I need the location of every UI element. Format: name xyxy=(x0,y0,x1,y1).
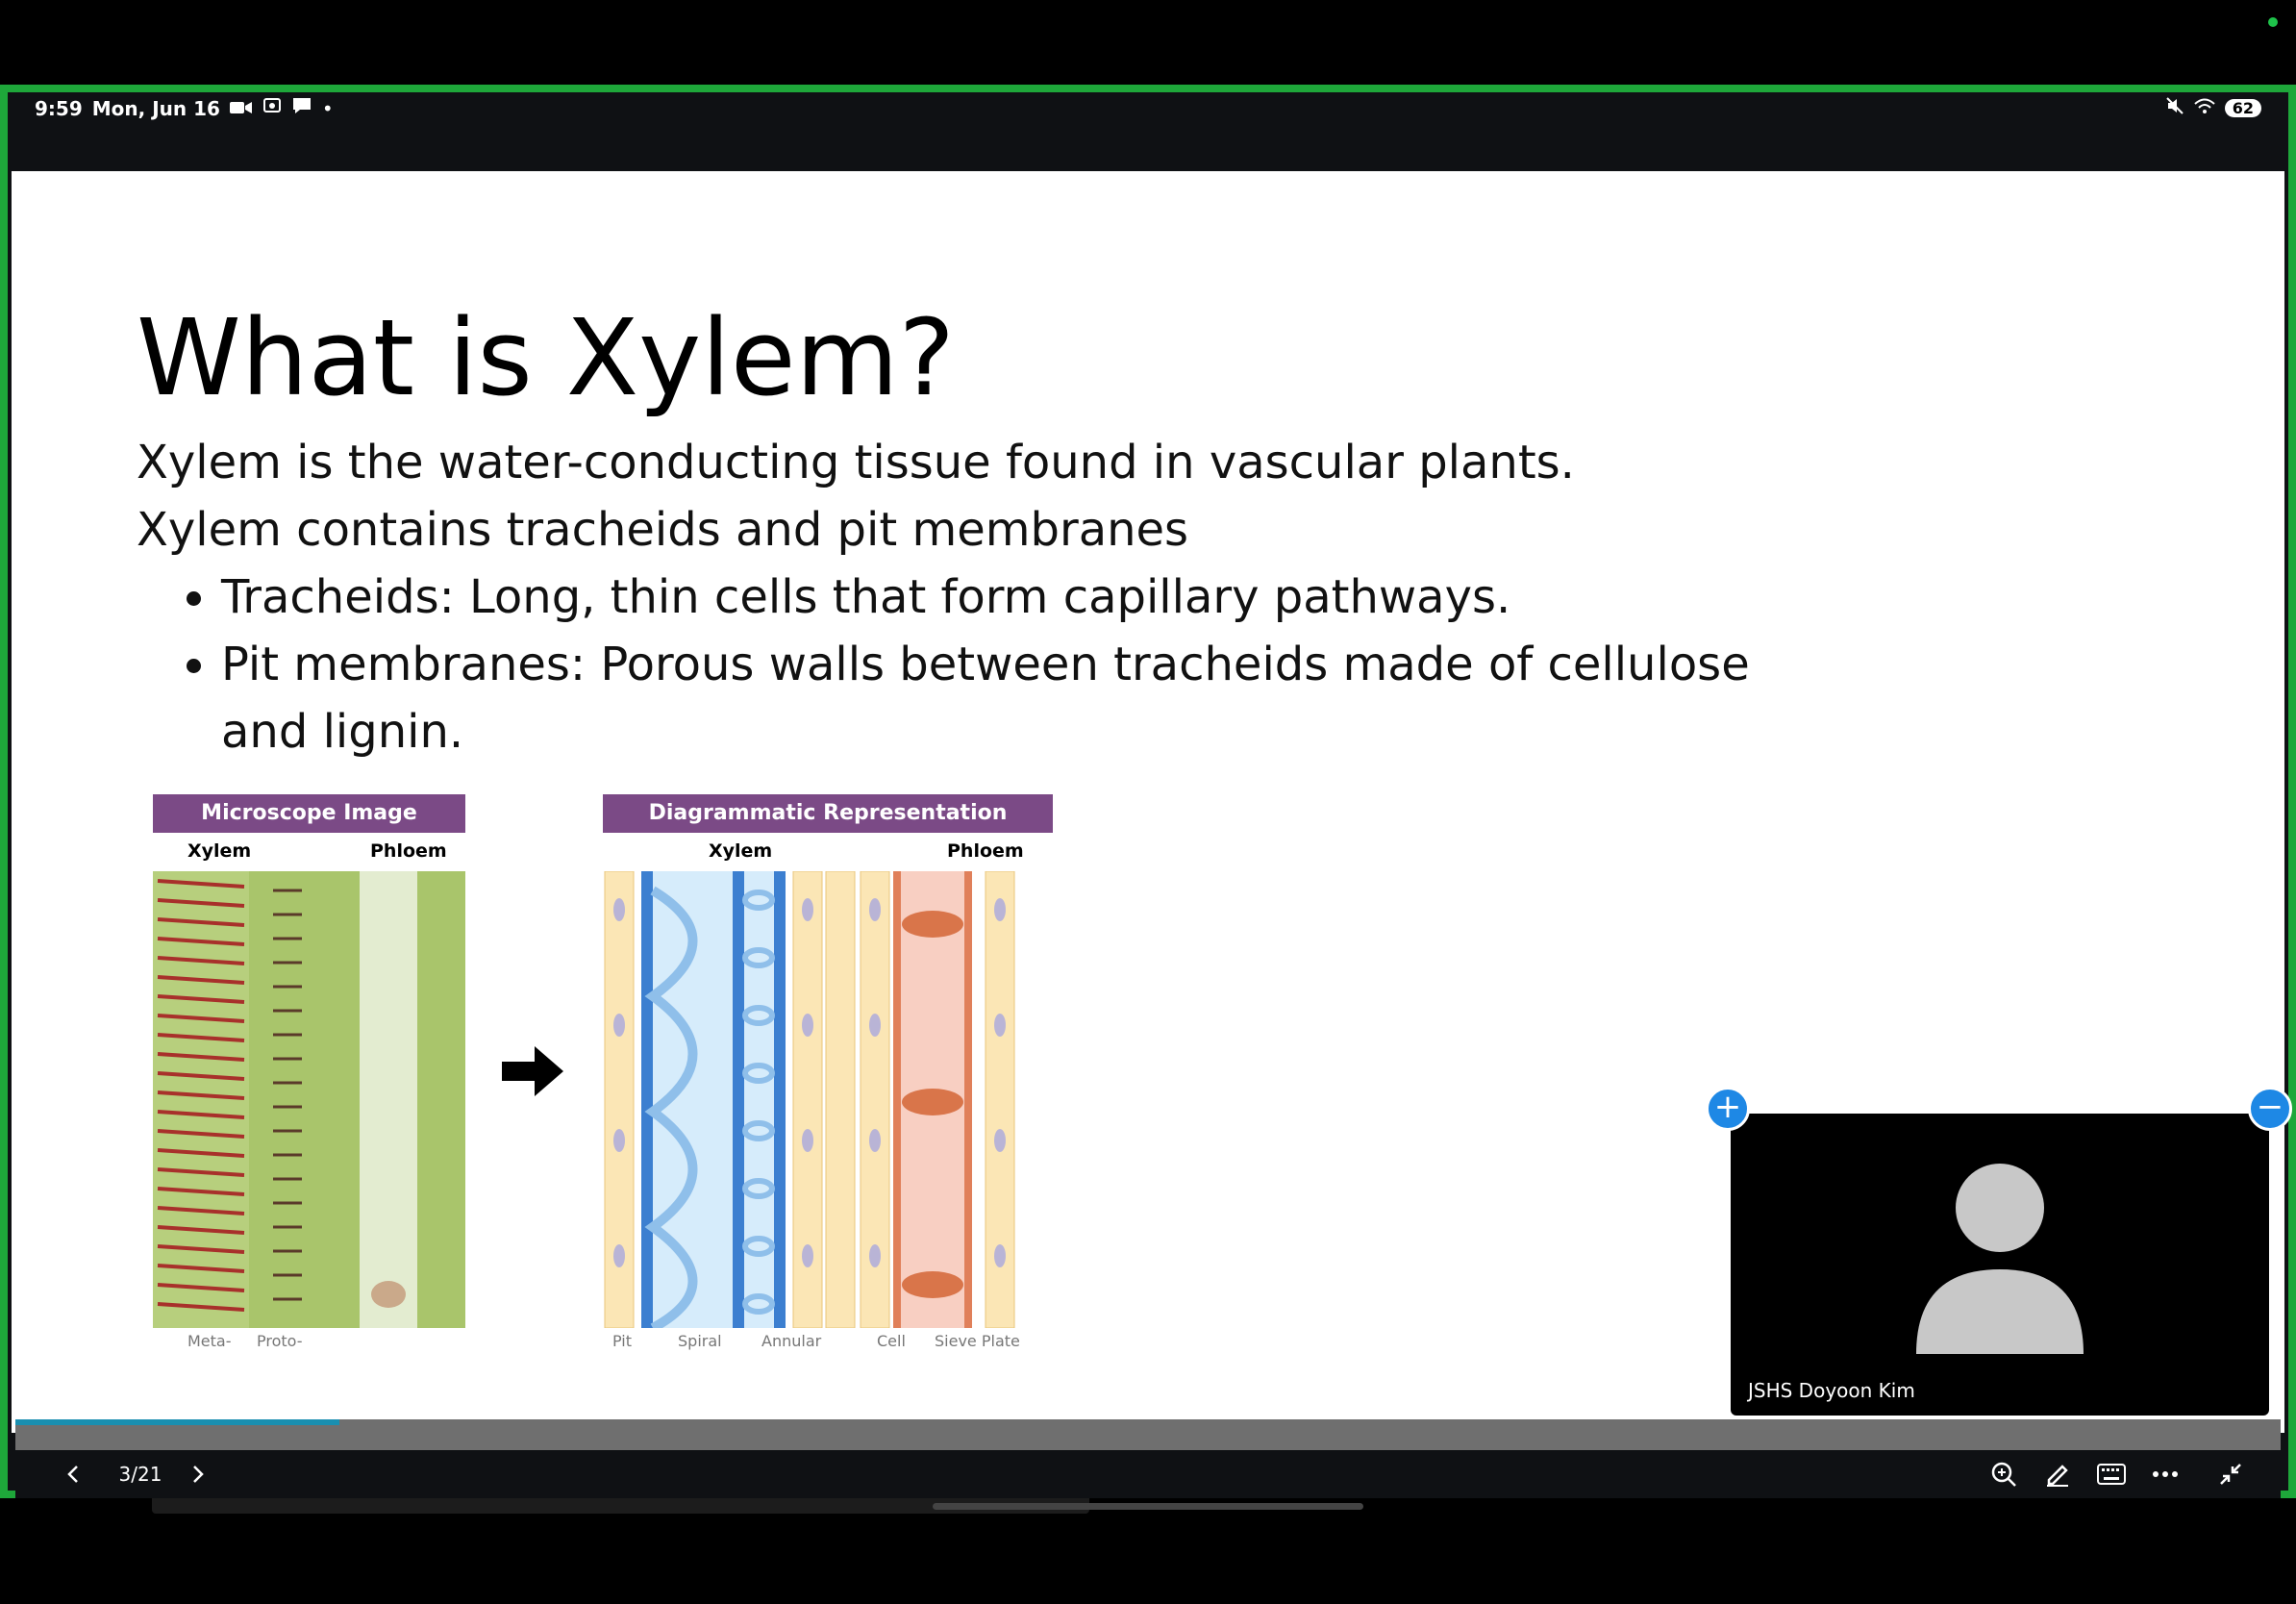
microscope-image xyxy=(153,871,465,1328)
microscope-bottom-label-meta: Meta- xyxy=(187,1332,232,1350)
presentation-toolbar: 3/21 xyxy=(15,1450,2281,1498)
wifi-icon xyxy=(2194,97,2215,120)
slide-line-1: Xylem is the water-conducting tissue fou… xyxy=(137,436,1575,489)
previous-slide-button[interactable] xyxy=(54,1450,92,1498)
chevron-left-icon xyxy=(67,1466,78,1483)
slide-progress-fill xyxy=(15,1419,339,1425)
annotate-button[interactable] xyxy=(2036,1450,2079,1498)
collapse-video-button[interactable]: − xyxy=(2248,1087,2292,1131)
battery-level: 62 xyxy=(2224,99,2261,117)
diagram-figure: Diagrammatic Representation Xylem Phloem xyxy=(603,794,1053,1351)
keyboard-button[interactable] xyxy=(2090,1450,2133,1498)
microscope-label-xylem: Xylem xyxy=(187,840,252,862)
diagram-bottom-label-annular: Annular xyxy=(761,1332,822,1350)
keyboard-icon xyxy=(2097,1464,2126,1485)
app-frame: 9:59 Mon, Jun 16 • 62 What is Xylem? xyxy=(0,85,2296,1514)
exit-fullscreen-icon xyxy=(2220,1464,2241,1485)
video-camera-icon xyxy=(229,97,253,120)
zoom-in-icon xyxy=(1991,1462,2016,1487)
diagram-bottom-label-pit: Pit xyxy=(612,1332,633,1350)
diagram-bottom-label-sieve-plate: Sieve Plate xyxy=(935,1332,1020,1350)
home-indicator[interactable] xyxy=(933,1503,1363,1510)
bullet-pit-membranes-text: Pit membranes: Porous walls between trac… xyxy=(221,638,1750,759)
slide-title: What is Xylem? xyxy=(137,296,956,419)
user-avatar-icon xyxy=(1916,1164,2084,1354)
microscope-label-phloem: Phloem xyxy=(370,840,447,862)
more-options-button[interactable] xyxy=(2144,1450,2186,1498)
arrow-right-icon xyxy=(502,1046,563,1100)
notification-dot-icon: • xyxy=(321,96,334,120)
expand-video-button[interactable]: + xyxy=(1706,1087,1750,1131)
microscope-figure-header: Microscope Image xyxy=(153,794,465,833)
bullet-tracheids: Tracheids: Long, thin cells that form ca… xyxy=(221,564,1808,631)
pen-icon xyxy=(2047,1465,2068,1487)
status-bar: 9:59 Mon, Jun 16 • 62 xyxy=(15,92,2281,169)
diagram-bottom-label-cell: Cell xyxy=(877,1332,906,1350)
diagram-bottom-label-spiral: Spiral xyxy=(678,1332,722,1350)
participant-video-tile[interactable]: JSHS Doyoon Kim xyxy=(1731,1114,2269,1416)
diagram-label-phloem: Phloem xyxy=(947,840,1024,862)
screen-record-icon xyxy=(262,96,282,120)
chevron-right-icon xyxy=(193,1466,204,1483)
mute-icon xyxy=(2165,96,2184,120)
next-slide-button[interactable] xyxy=(179,1450,217,1498)
status-time: 9:59 xyxy=(35,96,83,120)
slide-line-2: Xylem contains tracheids and pit membran… xyxy=(137,503,1189,557)
status-date: Mon, Jun 16 xyxy=(91,96,220,120)
microscope-bottom-label-proto: Proto- xyxy=(257,1332,303,1350)
slide-progress-bar[interactable] xyxy=(15,1419,2281,1450)
exit-fullscreen-button[interactable] xyxy=(2209,1450,2252,1498)
more-icon xyxy=(2153,1471,2178,1477)
bullet-pit-membranes: Pit membranes: Porous walls between trac… xyxy=(221,631,1808,765)
participant-name: JSHS Doyoon Kim xyxy=(1748,1379,1915,1402)
bullet-tracheids-text: Tracheids: Long, thin cells that form ca… xyxy=(221,570,1511,624)
zoom-in-button[interactable] xyxy=(1983,1450,2025,1498)
page-indicator: 3/21 xyxy=(118,1463,162,1486)
diagram-image xyxy=(603,870,1053,1333)
diagram-figure-header: Diagrammatic Representation xyxy=(603,794,1053,833)
chat-icon xyxy=(291,96,312,120)
slide-body: Xylem is the water-conducting tissue fou… xyxy=(137,429,1808,765)
camera-indicator xyxy=(2268,17,2278,27)
slide-bullets: Tracheids: Long, thin cells that form ca… xyxy=(137,564,1808,765)
microscope-figure: Microscope Image Xylem Phloem xyxy=(153,794,465,1351)
diagram-label-xylem: Xylem xyxy=(709,840,773,862)
